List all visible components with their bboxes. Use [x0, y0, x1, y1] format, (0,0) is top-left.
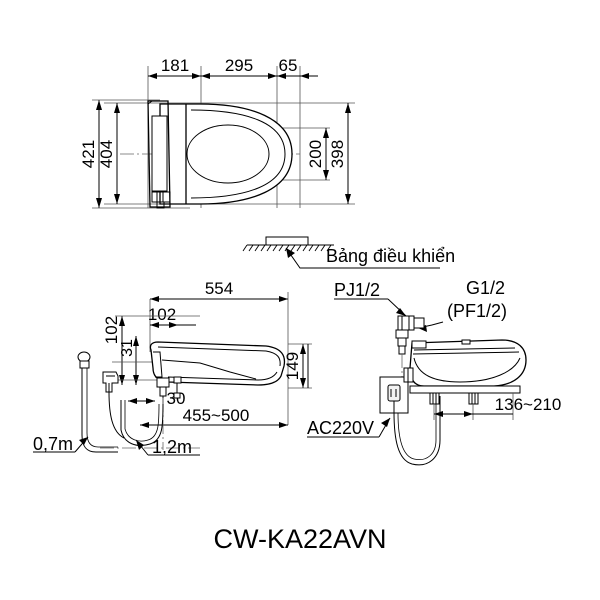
- seat-side-profile: [149, 341, 286, 386]
- dim-65: 65: [279, 56, 298, 75]
- power-outlet-box: [379, 376, 409, 414]
- dim-136-210: 136~210: [495, 395, 562, 414]
- flexible-hose-left: [77, 351, 118, 453]
- plug-cable: [108, 391, 125, 439]
- water-supply-hose: [120, 400, 164, 446]
- dim-398: 398: [328, 140, 347, 168]
- top-view-horizontal-dims: [148, 73, 318, 79]
- dim-554: 554: [205, 279, 233, 298]
- label-ac220v: AC220V: [307, 418, 374, 438]
- model-number: CW-KA22AVN: [213, 524, 386, 554]
- label-pf1-2: (PF1/2): [447, 301, 507, 321]
- dim-455-500: 455~500: [183, 406, 250, 425]
- control-panel-box: [265, 236, 309, 246]
- dim-31: 31: [119, 339, 136, 357]
- side-view-group: 554 102 102 31: [33, 279, 312, 457]
- angle-plug-connector: [102, 371, 119, 393]
- dim-421: 421: [79, 140, 98, 168]
- dim-102-horizontal: 102: [148, 305, 176, 324]
- rear-view-base-plate: [403, 367, 521, 405]
- top-view-right-vertical-dims: [323, 103, 351, 204]
- seat-rear-body: [409, 339, 527, 387]
- label-hose-0-7m: 0,7m: [33, 434, 73, 454]
- label-control-panel: Bảng điều khiển: [326, 246, 455, 266]
- dim-404: 404: [97, 140, 116, 168]
- label-g1-2: G1/2: [466, 278, 505, 298]
- control-panel-callout-group: Bảng điều khiển: [242, 236, 455, 269]
- dim-149: 149: [283, 352, 302, 380]
- dim-181: 181: [161, 56, 189, 75]
- dim-295: 295: [225, 56, 253, 75]
- rear-view-group: PJ1/2 G1/2 (PF1/2): [307, 278, 562, 466]
- power-cord: [393, 396, 441, 466]
- label-pj1-2: PJ1/2: [334, 280, 380, 300]
- top-view-group: 181 295 65 421 404: [79, 56, 355, 209]
- label-hose-1-2m: 1,2m: [152, 437, 192, 457]
- dim-102-vertical: 102: [102, 316, 121, 344]
- top-view-left-vertical-dims: [92, 99, 190, 209]
- toilet-seat-top-outline: [147, 100, 293, 209]
- dim-200: 200: [306, 140, 325, 168]
- angle-valve-fitting: [395, 315, 425, 355]
